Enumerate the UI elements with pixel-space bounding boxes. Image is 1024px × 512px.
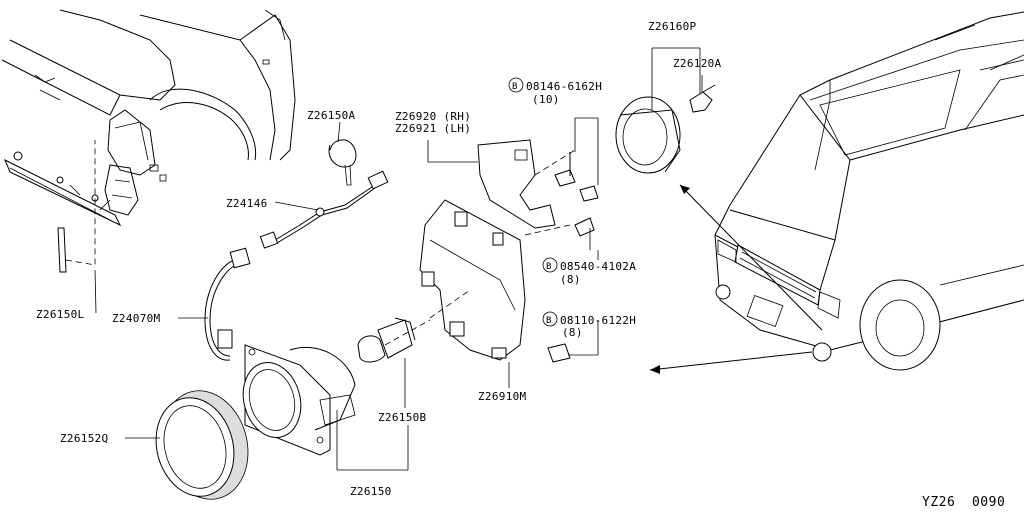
label-26150B: Z26150B [378,411,427,424]
bolt-08540 [574,217,595,250]
diagram-reference: YZ26 0090 [922,495,1005,510]
part-labels: Z26160P Z26120A B 08146-6162H (10) Z2692… [36,20,1005,510]
bolt-08146-b [579,185,599,202]
fog-lamp-housing [242,344,356,456]
label-26152Q: Z26152Q [60,432,108,445]
part-26150B-shape [357,317,431,408]
part-26152Q-shape [125,390,249,500]
part-26150A-shape [328,121,357,186]
part-26150L-shape [57,140,96,273]
bolt-marker-icon [542,311,558,327]
label-bolt-08540-qty: (8) [560,273,581,286]
bolt-marker-letter: B [512,82,518,92]
vehicle-illustration [714,11,1024,371]
bolt-08146-a [554,152,576,187]
label-26120A: Z26120A [673,57,722,70]
label-26910M: Z26910M [478,390,527,403]
part-26120A-shape [689,75,716,113]
bolt-marker-icon [542,257,558,273]
part-26910M-shape [419,199,526,388]
label-26921: Z26921 (LH) [395,122,471,135]
part-24146-shape [259,170,389,249]
bolt-08110 [547,343,598,363]
bolt-marker-letter: B [546,262,552,272]
label-24146: Z24146 [226,197,268,210]
label-bolt-08146: 08146-6162H [526,80,602,93]
bolt-marker-icon [508,77,524,93]
part-24070M-shape [178,247,251,361]
label-bolt-08146-qty: (10) [532,93,560,106]
label-26160P: Z26160P [648,20,697,33]
pointer-arrows [649,184,823,374]
label-24070M: Z24070M [112,312,161,325]
label-bolt-08110: 08110-6122H [560,314,636,327]
bolt-set [547,117,599,363]
label-bolt-08540: 08540-4102A [560,260,636,273]
leader-lines [94,250,599,471]
label-26920: Z26920 (RH) [395,110,471,123]
label-26150: Z26150 [350,485,392,498]
part-26920-shape [427,139,576,236]
label-26150A: Z26150A [307,109,356,122]
frame-rail [4,151,122,227]
bolt-marker-letter: B [546,316,552,326]
part-26160P-shape [615,47,701,174]
fender-panel [1,9,296,216]
label-26150L: Z26150L [36,308,85,321]
label-bolt-08110-qty: (8) [562,326,583,339]
